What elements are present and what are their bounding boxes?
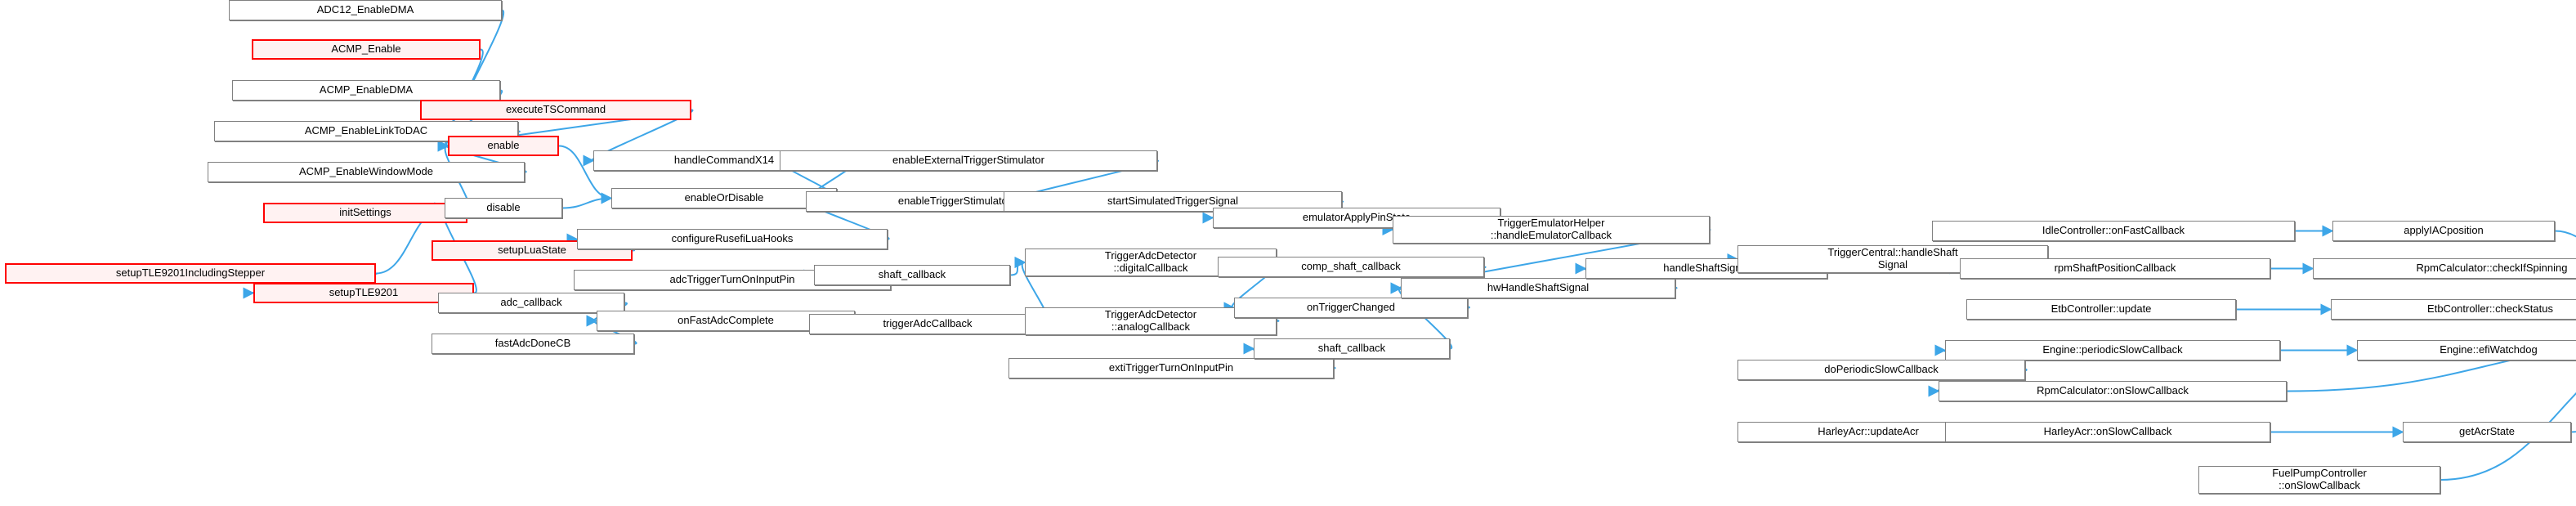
graph-node-rpmcalculator-onslowcallback[interactable]: RpmCalculator::onSlowCallback bbox=[1939, 381, 2287, 401]
graph-edge bbox=[2440, 392, 2576, 481]
graph-node-enable[interactable]: enable bbox=[448, 136, 559, 156]
graph-node-acmp-enable[interactable]: ACMP_Enable bbox=[252, 39, 481, 60]
graph-node-disable[interactable]: disable bbox=[445, 198, 562, 218]
graph-node-executetscommand[interactable]: executeTSCommand bbox=[420, 100, 691, 120]
graph-node-adc-callback[interactable]: adc_callback bbox=[438, 293, 624, 313]
graph-node-shaft-callback[interactable]: shaft_callback bbox=[1254, 338, 1450, 359]
graph-node-rpmcalculator-checkifspinning[interactable]: RpmCalculator::checkIfSpinning bbox=[2313, 258, 2576, 279]
graph-edge bbox=[561, 192, 613, 209]
graph-node-configurerusefiluahooks[interactable]: configureRusefiLuaHooks bbox=[577, 229, 888, 249]
graph-node-adctriggerturnoninputpin[interactable]: adcTriggerTurnOnInputPin bbox=[574, 270, 891, 290]
graph-node-fastadcdonecb[interactable]: fastAdcDoneCB bbox=[432, 334, 634, 354]
graph-node-etbcontroller-update[interactable]: EtbController::update bbox=[1966, 299, 2236, 320]
graph-node-initsettings[interactable]: initSettings bbox=[263, 203, 467, 223]
graph-node-fuelpumpcontroller-onslowcallback[interactable]: FuelPumpController ::onSlowCallback bbox=[2198, 466, 2440, 494]
graph-node-applyiacposition[interactable]: applyIACposition bbox=[2332, 221, 2555, 241]
graph-node-acmp-enablewindowmode[interactable]: ACMP_EnableWindowMode bbox=[208, 162, 525, 182]
graph-node-harleyacr-onslowcallback[interactable]: HarleyAcr::onSlowCallback bbox=[1945, 422, 2270, 442]
graph-node-comp-shaft-callback[interactable]: comp_shaft_callback bbox=[1218, 257, 1484, 277]
graph-node-enableexternaltriggerstimulator[interactable]: enableExternalTriggerStimulator bbox=[780, 150, 1157, 171]
graph-node-hwhandleshaftsignal[interactable]: hwHandleShaftSignal bbox=[1401, 278, 1675, 298]
graph-node-etbcontroller-checkstatus[interactable]: EtbController::checkStatus bbox=[2331, 299, 2576, 320]
graph-node-triggeremulatorhelper-handleemulatorcallback[interactable]: TriggerEmulatorHelper ::handleEmulatorCa… bbox=[1393, 216, 1710, 244]
graph-node-doperiodicslowcallback[interactable]: doPeriodicSlowCallback bbox=[1737, 360, 2025, 380]
graph-edge bbox=[1009, 257, 1026, 276]
graph-node-triggeradccallback[interactable]: triggerAdcCallback bbox=[809, 314, 1046, 334]
graph-node-adc12-enabledma[interactable]: ADC12_EnableDMA bbox=[229, 0, 502, 20]
graph-node-ontriggerchanged[interactable]: onTriggerChanged bbox=[1234, 298, 1468, 318]
graph-node-engine-periodicslowcallback[interactable]: Engine::periodicSlowCallback bbox=[1945, 340, 2280, 360]
graph-node-engine-efiwatchdog[interactable]: Engine::efiWatchdog bbox=[2357, 340, 2576, 360]
graph-node-setuptle9201includingstepper[interactable]: setupTLE9201IncludingStepper bbox=[5, 263, 376, 284]
graph-node-shaft-callback[interactable]: shaft_callback bbox=[814, 265, 1010, 285]
graph-node-extitriggerturnoninputpin[interactable]: extiTriggerTurnOnInputPin bbox=[1008, 358, 1334, 378]
graph-node-getacrstate[interactable]: getAcrState bbox=[2403, 422, 2571, 442]
graph-node-enableordisable[interactable]: enableOrDisable bbox=[611, 188, 837, 208]
graph-node-acmp-enabledma[interactable]: ACMP_EnableDMA bbox=[232, 80, 500, 101]
graph-node-idlecontroller-onfastcallback[interactable]: IdleController::onFastCallback bbox=[1932, 221, 2295, 241]
graph-node-rpmshaftpositioncallback[interactable]: rpmShaftPositionCallback bbox=[1960, 258, 2270, 279]
graph-edge bbox=[2554, 230, 2576, 238]
